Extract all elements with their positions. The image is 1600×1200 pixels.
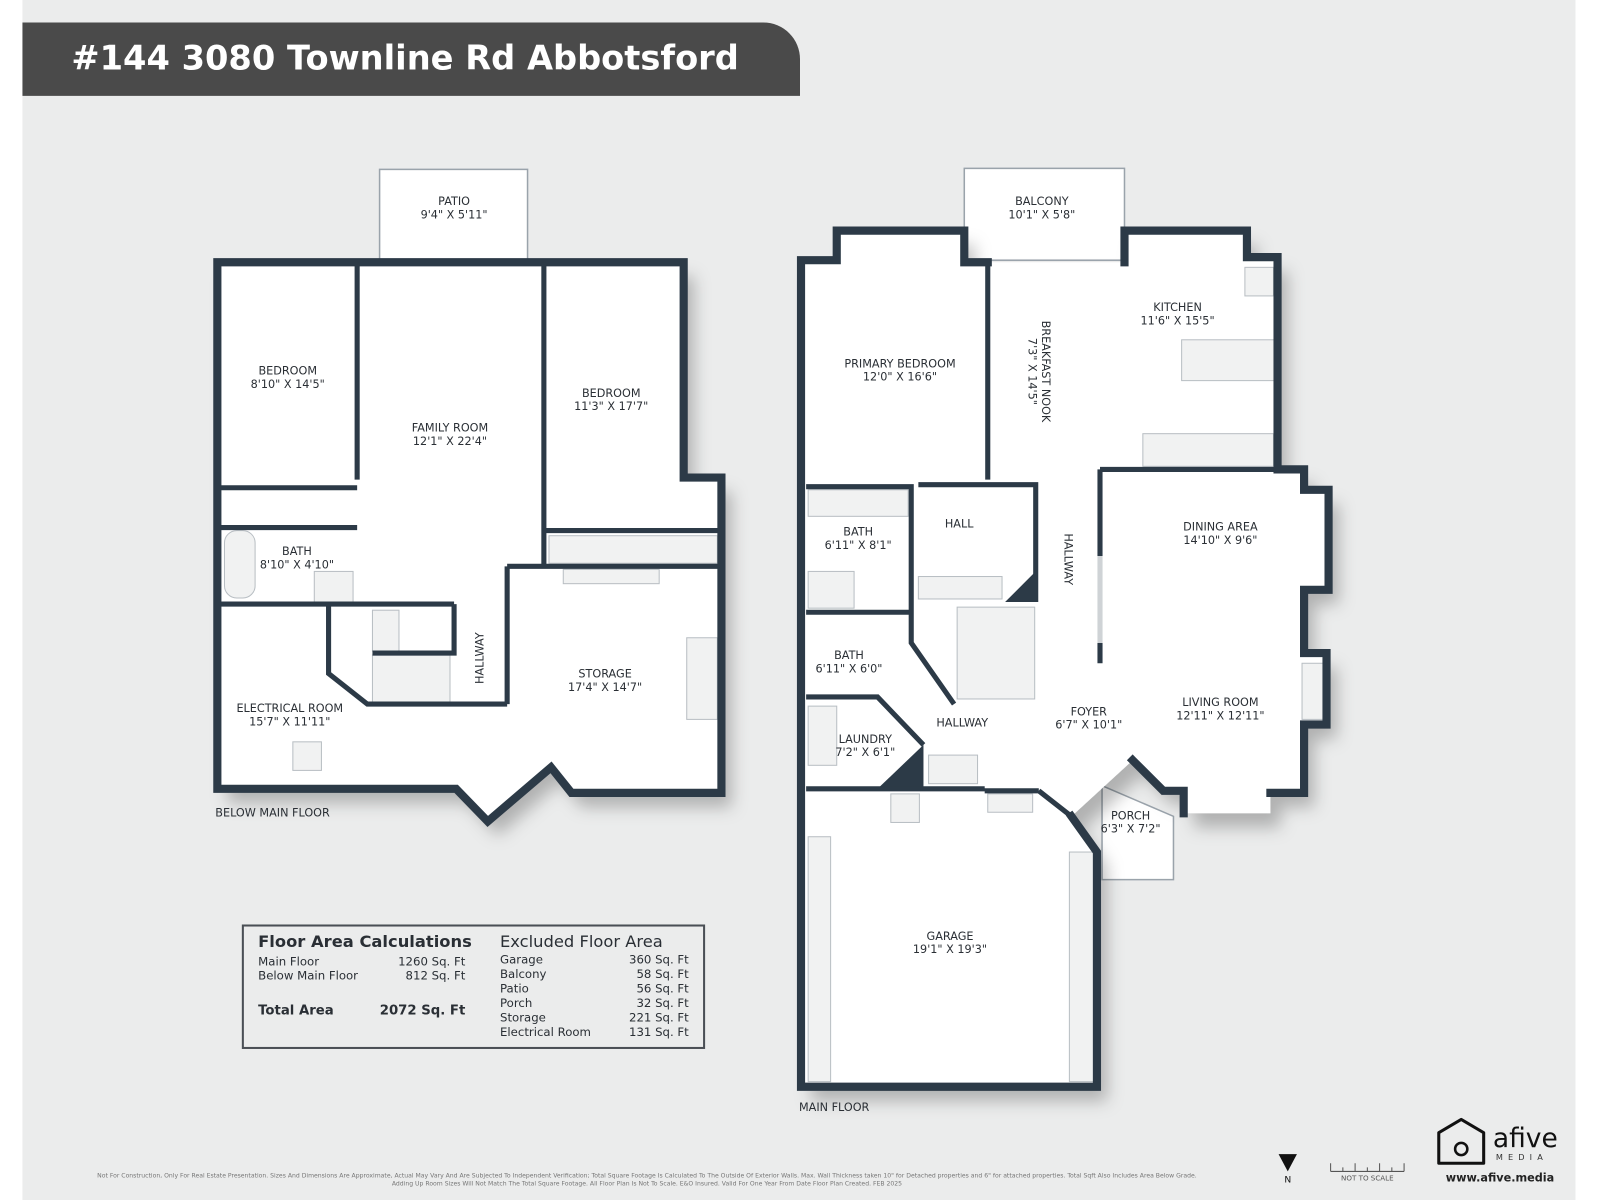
room-name-bath: BATH xyxy=(282,545,312,558)
room-dims-patio: 9'4" X 5'11" xyxy=(421,208,488,221)
excluded-area-title: Excluded Floor Area xyxy=(500,932,663,951)
room-dims-living-room: 12'11" X 12'11" xyxy=(1176,709,1264,722)
logo-sub: MEDIA xyxy=(1496,1152,1548,1162)
north-label: N xyxy=(1284,1175,1291,1186)
room-name-kitchen: KITCHEN xyxy=(1153,301,1202,314)
house-camera-icon xyxy=(1437,1117,1486,1165)
room-name-hall: HALL xyxy=(945,518,974,531)
total-area-value: 2072 Sq. Ft xyxy=(380,1003,466,1018)
excluded-row-label: Patio xyxy=(500,981,529,995)
room-dims-bedroom-2: 11'3" X 17'7" xyxy=(574,400,648,413)
area-row-label: Below Main Floor xyxy=(258,969,358,983)
bath-vanity xyxy=(807,489,909,517)
excluded-row-value: 56 Sq. Ft xyxy=(636,981,689,995)
room-name-hallway: HALLWAY xyxy=(474,632,487,684)
room-name-hallway: HALLWAY xyxy=(1061,533,1074,585)
room-name-balcony: BALCONY xyxy=(1015,195,1069,208)
room-name-primary-bedroom: PRIMARY BEDROOM xyxy=(844,357,955,370)
excluded-row-value: 221 Sq. Ft xyxy=(629,1011,689,1025)
excluded-row-value: 58 Sq. Ft xyxy=(636,967,689,981)
room-name-garage: GARAGE xyxy=(927,930,974,943)
excluded-row-value: 32 Sq. Ft xyxy=(636,996,689,1010)
room-name-bedroom: BEDROOM xyxy=(258,364,317,377)
kitchen-counter-lower xyxy=(1142,433,1274,467)
room-name-patio: PATIO xyxy=(438,195,470,208)
excluded-row-label: Porch xyxy=(500,996,532,1010)
room-dims-porch: 6'3" X 7'2" xyxy=(1101,823,1161,836)
website-link[interactable]: www.afive.media xyxy=(1446,1172,1554,1185)
room-name-porch: PORCH xyxy=(1111,809,1150,822)
area-table-title: Floor Area Calculations xyxy=(258,932,472,951)
room-name-electrical-room: ELECTRICAL ROOM xyxy=(236,702,343,715)
excluded-row-value: 131 Sq. Ft xyxy=(629,1025,689,1039)
room-name-family-room: FAMILY ROOM xyxy=(412,422,488,435)
room-name-storage: STORAGE xyxy=(578,668,631,681)
excluded-row-label: Electrical Room xyxy=(500,1025,591,1039)
disclaimer-line-1: Not For Construction, Only For Real Esta… xyxy=(97,1173,1197,1180)
room-name-breakfast-nook: BREAKFAST NOOK xyxy=(1039,321,1052,423)
room-dims-primary-bedroom: 12'0" X 16'6" xyxy=(863,371,937,384)
room-dims-breakfast-nook: 7'3" X 14'5" xyxy=(1026,338,1039,405)
room-dims-kitchen: 11'6" X 15'5" xyxy=(1140,314,1214,327)
below-main-floor-plan: PATIO 9'4" X 5'11" BEDROOM 8'10" X 14'5"… xyxy=(213,168,726,828)
room-dims-bath-2: 6'11" X 6'0" xyxy=(815,662,882,675)
total-area-label: Total Area xyxy=(258,1003,334,1018)
north-arrow-icon: N xyxy=(1278,1154,1297,1186)
room-name-living-room: LIVING ROOM xyxy=(1182,696,1258,709)
title-banner: #144 3080 Townline Rd Abbotsford xyxy=(22,22,801,96)
room-name-laundry: LAUNDRY xyxy=(839,733,893,746)
room-name-bath-2: BATH xyxy=(834,649,864,662)
room-dims-family-room: 12'1" X 22'4" xyxy=(413,435,487,448)
room-name-bedroom-2: BEDROOM xyxy=(582,387,641,400)
logo-name: afive xyxy=(1493,1123,1558,1154)
room-dims-foyer: 6'7" X 10'1" xyxy=(1055,719,1122,732)
excluded-row-label: Balcony xyxy=(500,967,547,981)
porch-area xyxy=(1101,784,1175,881)
page-title: #144 3080 Townline Rd Abbotsford xyxy=(71,38,738,77)
room-dims-laundry: 7'2" X 6'1" xyxy=(835,746,895,759)
room-name-bath: BATH xyxy=(843,526,873,539)
fireplace xyxy=(1301,662,1325,720)
afive-logo: afive MEDIA www.afive.media xyxy=(1437,1117,1558,1185)
main-floor-plan: BALCONY 10'1" X 5'8" PRIMARY BEDROOM 12'… xyxy=(796,167,1333,1114)
room-name-dining-area: DINING AREA xyxy=(1183,521,1258,534)
closet-shelf xyxy=(548,535,718,564)
shower xyxy=(807,570,855,609)
room-dims-bath: 8'10" X 4'10" xyxy=(260,558,334,571)
not-to-scale-label: NOT TO SCALE xyxy=(1341,1174,1394,1183)
room-name-foyer: FOYER xyxy=(1071,705,1108,718)
room-name-hallway-2: HALLWAY xyxy=(936,717,988,730)
excluded-row-label: Garage xyxy=(500,952,543,966)
kitchen-counter xyxy=(1181,339,1277,382)
bathtub xyxy=(223,530,256,599)
scale-bar-icon: NOT TO SCALE xyxy=(1330,1163,1405,1183)
room-dims-storage: 17'4" X 14'7" xyxy=(568,681,642,694)
stairs-upper xyxy=(371,609,400,652)
room-dims-bath: 6'11" X 8'1" xyxy=(825,539,892,552)
disclaimer-line-2: Adding Up Room Sizes Will Not Match The … xyxy=(392,1181,902,1188)
room-dims-balcony: 10'1" X 5'8" xyxy=(1008,208,1075,221)
area-row-value: 812 Sq. Ft xyxy=(406,969,466,983)
excluded-row-value: 360 Sq. Ft xyxy=(629,952,689,966)
balcony-area xyxy=(963,167,1126,261)
room-dims-electrical-room: 15'7" X 11'11" xyxy=(249,716,330,729)
sink xyxy=(313,570,354,603)
floor-label-below-main: BELOW MAIN FLOOR xyxy=(215,806,330,819)
stairs-lower xyxy=(371,654,451,703)
room-dims-dining-area: 14'10" X 9'6" xyxy=(1183,534,1257,547)
room-dims-garage: 19'1" X 19'3" xyxy=(913,943,987,956)
floor-label-main: MAIN FLOOR xyxy=(799,1101,870,1114)
area-row-value: 1260 Sq. Ft xyxy=(398,954,466,968)
excluded-row-label: Storage xyxy=(500,1011,546,1025)
floor-area-table: Floor Area Calculations Main Floor 1260 … xyxy=(241,924,706,1049)
area-row-label: Main Floor xyxy=(258,954,319,968)
room-dims-bedroom: 8'10" X 14'5" xyxy=(251,378,325,391)
stairs xyxy=(956,606,1036,700)
